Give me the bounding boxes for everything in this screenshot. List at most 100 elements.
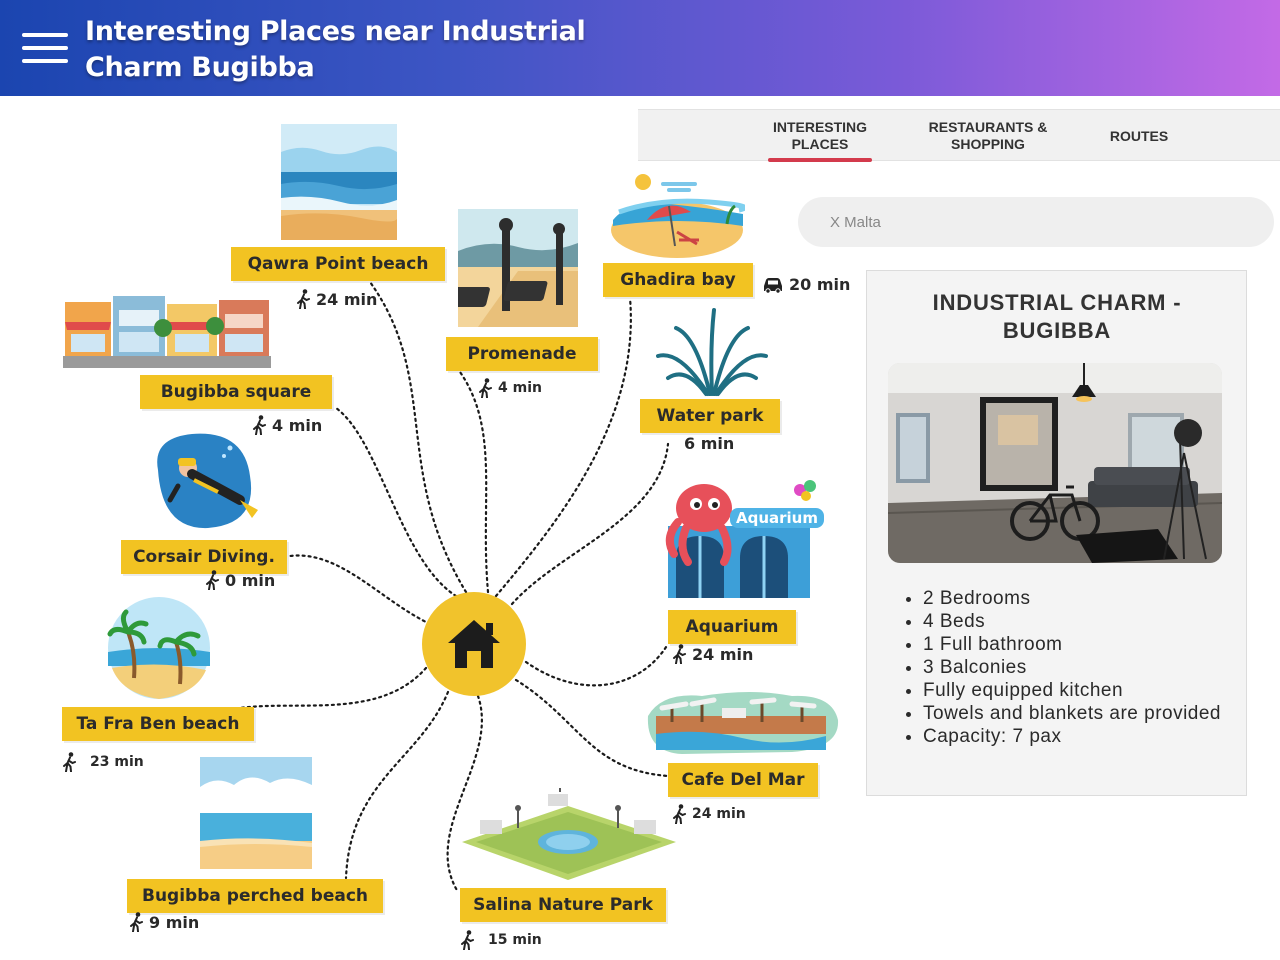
property-card: INDUSTRIAL CHARM - BUGIBBA <box>866 270 1247 796</box>
travel-time-text: 24 min <box>316 289 378 309</box>
travel-time-text: 6 min <box>684 434 735 453</box>
travel-time-text: 15 min <box>488 932 542 948</box>
property-photo[interactable] <box>888 363 1222 563</box>
home-button[interactable] <box>422 592 526 696</box>
feature-item: Fully equipped kitchen <box>923 679 1221 702</box>
app-header: Interesting Places near Industrial Charm… <box>0 0 1280 96</box>
travel-time-text: 4 min <box>498 380 542 396</box>
tab-label: ROUTES <box>1109 127 1169 144</box>
travel-time-aquarium: 24 min <box>672 644 753 664</box>
route-line-ghadira <box>494 296 632 598</box>
home-icon <box>448 620 500 668</box>
beach-illustration <box>281 124 397 240</box>
search-input[interactable] <box>798 197 1274 247</box>
park-illustration <box>462 788 676 880</box>
ta-fra-ben-beach-image[interactable] <box>106 596 212 700</box>
category-tabs: INTERESTING PLACES RESTAURANTS & SHOPPIN… <box>638 109 1280 162</box>
travel-time-cafe-del-mar: 24 min <box>672 804 746 824</box>
travel-time-salina-nature-park: 15 min <box>460 930 542 950</box>
aquarium-image[interactable]: Aquarium <box>660 478 824 600</box>
walking-person-icon <box>253 415 266 435</box>
place-label-bugibba-perched-beach[interactable]: Bugibba perched beach <box>127 879 383 913</box>
bay-illustration <box>611 174 745 258</box>
walking-person-icon <box>673 644 686 664</box>
travel-time-water-park: 6 min <box>684 434 734 453</box>
feature-item: 3 Balconies <box>923 656 1221 679</box>
bugibba-square-image[interactable] <box>63 292 271 368</box>
sea-illustration <box>200 757 312 869</box>
place-label-ghadira-bay[interactable]: Ghadira bay <box>603 263 753 297</box>
promenade-image[interactable] <box>458 209 578 327</box>
menu-bar <box>22 59 68 63</box>
walking-person-icon <box>461 930 474 950</box>
water-park-image[interactable] <box>656 306 768 398</box>
feature-item: 2 Bedrooms <box>923 587 1221 610</box>
place-label-aquarium[interactable]: Aquarium <box>668 610 796 644</box>
travel-time-promenade: 4 min <box>478 378 542 398</box>
place-label-promenade[interactable]: Promenade <box>446 337 598 371</box>
salina-nature-park-image[interactable] <box>458 788 680 886</box>
travel-time-text: 23 min <box>90 754 144 770</box>
qawra-point-beach-image[interactable] <box>281 124 397 240</box>
route-line-cafe-del-mar <box>514 678 670 778</box>
travel-time-text: 0 min <box>225 570 276 590</box>
route-line-ta-fra-ben <box>238 666 428 710</box>
menu-bar <box>22 33 68 37</box>
property-name: INDUSTRIAL CHARM - BUGIBBA <box>932 290 1182 343</box>
walking-person-icon <box>479 378 492 398</box>
cafe-illustration <box>647 692 839 754</box>
place-label-bugibba-square[interactable]: Bugibba square <box>140 375 332 409</box>
feature-item: 1 Full bathroom <box>923 633 1221 656</box>
travel-time-text: 24 min <box>692 644 754 664</box>
place-label-ta-fra-ben-beach[interactable]: Ta Fra Ben beach <box>62 707 254 741</box>
travel-time-ghadira-bay: 20 min <box>762 275 850 294</box>
palm-beach-illustration <box>107 597 210 699</box>
place-label-salina-nature-park[interactable]: Salina Nature Park <box>460 888 666 922</box>
travel-time-bugibba-square: 4 min <box>252 415 322 435</box>
place-label-qawra-point-beach[interactable]: Qawra Point beach <box>231 247 445 281</box>
fountain-illustration <box>656 308 768 396</box>
feature-item: 4 Beds <box>923 610 1221 633</box>
feature-item: Towels and blankets are provided <box>923 702 1221 725</box>
page-title: Interesting Places near Industrial Charm… <box>85 16 586 83</box>
route-line-salina <box>446 694 483 894</box>
travel-time-corsair-diving: 0 min <box>205 570 275 590</box>
property-features-list: 2 Bedrooms 4 Beds 1 Full bathroom 3 Balc… <box>901 587 1221 748</box>
place-label-water-park[interactable]: Water park <box>640 399 780 433</box>
route-line-aquarium <box>524 642 670 687</box>
walking-person-icon <box>130 912 143 932</box>
hamburger-menu-icon[interactable] <box>22 33 68 63</box>
walking-person-icon <box>673 804 686 824</box>
walking-person-icon <box>297 289 310 309</box>
route-line-water-park <box>510 442 670 606</box>
car-icon <box>764 277 782 294</box>
travel-time-text: 9 min <box>149 912 200 932</box>
apartment-interior-illustration <box>888 363 1222 563</box>
tab-routes[interactable]: ROUTES <box>1098 110 1180 162</box>
route-lines <box>238 280 670 894</box>
place-label-cafe-del-mar[interactable]: Cafe Del Mar <box>668 763 818 797</box>
ghadira-bay-image[interactable] <box>609 170 745 260</box>
tab-interesting-places[interactable]: INTERESTING PLACES <box>768 110 872 162</box>
travel-time-text: 20 min <box>789 275 851 294</box>
travel-time-ta-fra-ben-beach: 23 min <box>62 752 144 772</box>
place-label-corsair-diving[interactable]: Corsair Diving. <box>121 540 287 574</box>
travel-time-text: 4 min <box>272 415 323 435</box>
route-line-promenade <box>458 370 490 594</box>
aquarium-sign-text: Aquarium <box>736 509 818 527</box>
cafe-del-mar-image[interactable] <box>642 686 840 756</box>
tab-restaurants-shopping[interactable]: RESTAURANTS & SHOPPING <box>920 110 1056 162</box>
route-line-bugibba-square <box>334 406 458 598</box>
corsair-diving-image[interactable] <box>148 430 264 532</box>
menu-bar <box>22 46 68 50</box>
route-line-bugibba-perched <box>344 690 450 880</box>
tab-label: RESTAURANTS & SHOPPING <box>928 119 1048 152</box>
feature-item: Capacity: 7 pax <box>923 725 1221 748</box>
tab-label: INTERESTING PLACES <box>772 119 868 152</box>
route-line-qawra <box>368 280 468 594</box>
bugibba-perched-beach-image[interactable] <box>200 757 312 869</box>
aquarium-illustration: Aquarium <box>665 480 824 598</box>
walking-person-icon <box>206 570 219 590</box>
walking-person-icon <box>63 752 76 772</box>
travel-time-qawra-point-beach: 24 min <box>296 289 377 309</box>
